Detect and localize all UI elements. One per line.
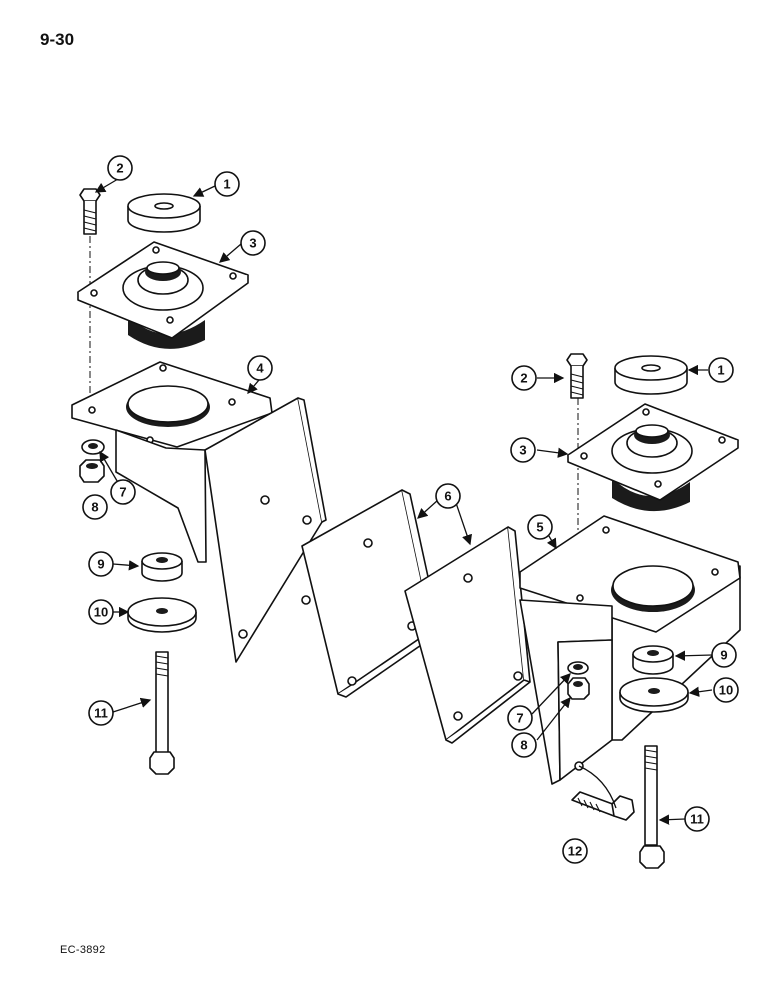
svg-text:10: 10	[719, 683, 733, 698]
right-bracket-part-5	[519, 515, 741, 785]
svg-text:2: 2	[116, 161, 123, 176]
callout-3-left: 3	[240, 230, 266, 256]
callout-8-left: 8	[82, 494, 108, 520]
spacer-plate-part-6-b	[404, 526, 531, 744]
left-rubber-cap-part-1	[127, 193, 201, 233]
svg-text:6: 6	[444, 489, 451, 504]
left-bracket-part-4	[71, 361, 327, 663]
svg-text:3: 3	[519, 443, 526, 458]
callout-11-right: 11	[684, 806, 710, 832]
callout-9-right: 9	[711, 642, 737, 668]
svg-text:3: 3	[249, 236, 256, 251]
left-nut-part-8	[79, 459, 105, 483]
callout-8-right: 8	[511, 732, 537, 758]
callout-6: 6	[435, 483, 461, 509]
left-long-bolt-part-11	[149, 651, 175, 775]
right-washer-part-9	[632, 645, 674, 675]
callout-9-left: 9	[88, 551, 114, 577]
left-washer-part-9	[141, 552, 183, 582]
callout-12: 12	[562, 838, 588, 864]
svg-text:1: 1	[223, 177, 230, 192]
callout-2-left: 2	[107, 155, 133, 181]
callout-7-right: 7	[507, 705, 533, 731]
svg-text:8: 8	[91, 500, 98, 515]
callout-5: 5	[527, 514, 553, 540]
svg-text:10: 10	[94, 605, 108, 620]
callout-10-right: 10	[713, 677, 739, 703]
bolt-12-path-line	[578, 765, 617, 809]
right-bolt-part-2	[566, 353, 588, 399]
callout-7-left: 7	[110, 479, 136, 505]
right-lock-washer-part-7	[567, 661, 589, 675]
left-mount-part-3	[77, 241, 249, 349]
right-nut-part-8	[567, 677, 590, 700]
svg-text:2: 2	[520, 371, 527, 386]
spacer-plate-part-6-a	[301, 489, 441, 698]
svg-text:7: 7	[516, 711, 523, 726]
right-rubber-cap-part-1	[614, 355, 688, 395]
callout-4: 4	[247, 355, 273, 381]
callout-11-left: 11	[88, 700, 114, 726]
right-long-bolt-part-11	[639, 745, 665, 869]
svg-text:9: 9	[720, 648, 727, 663]
callout-2-right: 2	[511, 365, 537, 391]
bolt-part-12	[571, 791, 635, 821]
figure-code: EC-3892	[60, 944, 106, 956]
callout-10-left: 10	[88, 599, 114, 625]
svg-text:1: 1	[717, 363, 724, 378]
svg-text:11: 11	[690, 812, 704, 827]
svg-text:4: 4	[256, 361, 264, 376]
svg-text:11: 11	[94, 706, 108, 721]
right-mount-part-3	[567, 403, 739, 512]
callout-3-right: 3	[510, 437, 536, 463]
callout-1-right: 1	[708, 357, 734, 383]
left-lock-washer-part-7	[81, 439, 105, 455]
left-bolt-part-2	[79, 188, 101, 235]
callout-1-left: 1	[214, 171, 240, 197]
svg-text:5: 5	[536, 520, 543, 535]
page-number: 9-30	[40, 30, 75, 49]
svg-text:8: 8	[520, 738, 527, 753]
left-plate-washer-part-10	[127, 597, 197, 633]
svg-text:12: 12	[568, 844, 582, 859]
right-plate-washer-part-10	[619, 677, 689, 713]
svg-text:7: 7	[119, 485, 126, 500]
svg-text:9: 9	[97, 557, 104, 572]
